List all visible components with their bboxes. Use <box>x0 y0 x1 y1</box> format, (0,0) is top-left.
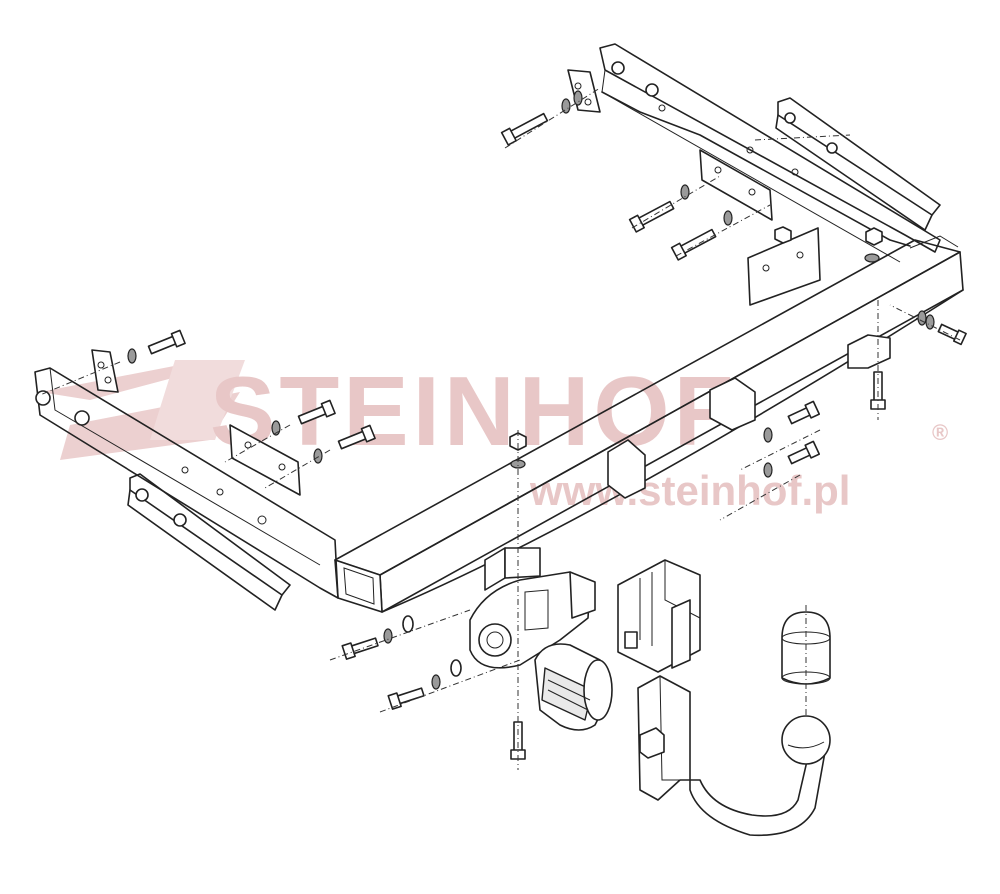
left-strap <box>127 473 291 611</box>
watermark-registered: ® <box>932 420 948 445</box>
bolt <box>787 400 821 425</box>
bolt <box>670 228 717 261</box>
crossbar <box>334 235 964 613</box>
tow-ball-neck <box>637 675 831 837</box>
steinhof-watermark: STEINHOF ® www.steinhof.pl <box>40 356 948 514</box>
bolt <box>147 329 186 355</box>
socket-plate <box>469 571 596 669</box>
watermark-brand: STEINHOF <box>210 356 737 466</box>
bolt <box>510 721 526 760</box>
assembly-lines <box>39 87 961 770</box>
watermark-url: www.steinhof.pl <box>529 467 850 514</box>
bolt <box>337 424 376 450</box>
electrical-socket <box>534 643 613 731</box>
bolt <box>500 112 549 146</box>
ball-holder <box>617 559 701 673</box>
right-side-bracket <box>599 43 941 263</box>
washers <box>127 90 935 690</box>
bolt <box>937 323 967 346</box>
bolt <box>297 399 336 425</box>
bolt <box>341 637 379 660</box>
steinhof-logo-swoosh <box>40 360 245 460</box>
nuts <box>509 226 883 469</box>
left-side-bracket <box>34 367 339 599</box>
right-strap <box>775 97 941 231</box>
bolt <box>628 200 675 233</box>
bolt <box>870 371 886 410</box>
bolt <box>387 687 425 710</box>
bolt <box>787 440 821 465</box>
